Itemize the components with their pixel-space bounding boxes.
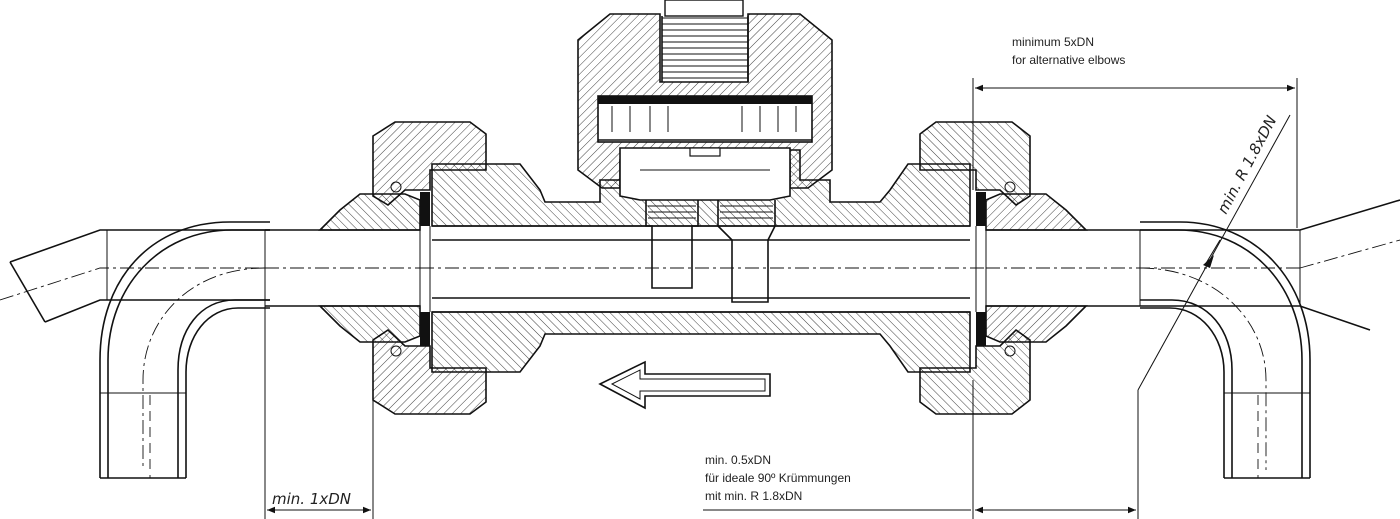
left-union-nut bbox=[318, 121, 487, 415]
label-alternative-elbows: for alternative elbows bbox=[1012, 53, 1125, 67]
dimensions bbox=[264, 78, 1298, 519]
label-minimum-5xdn: minimum 5xDN bbox=[1012, 35, 1094, 49]
label-mit-min-r: mit min. R 1.8xDN bbox=[705, 489, 802, 503]
left-elbow-pipe bbox=[0, 221, 270, 479]
sensor-head bbox=[577, 0, 833, 303]
left-straight-pipe bbox=[264, 229, 420, 307]
flow-direction-arrow bbox=[598, 360, 771, 410]
label-radius: min. R 1.8xDN bbox=[1214, 113, 1281, 217]
right-elbow-pipe bbox=[986, 199, 1400, 479]
right-union-nut bbox=[919, 121, 1088, 415]
label-min-0-5xdn: min. 0.5xDN bbox=[705, 453, 771, 467]
label-ideal-krummungen: für ideale 90º Krümmungen bbox=[705, 471, 851, 485]
label-min-1xdn: min. 1xDN bbox=[272, 490, 351, 508]
